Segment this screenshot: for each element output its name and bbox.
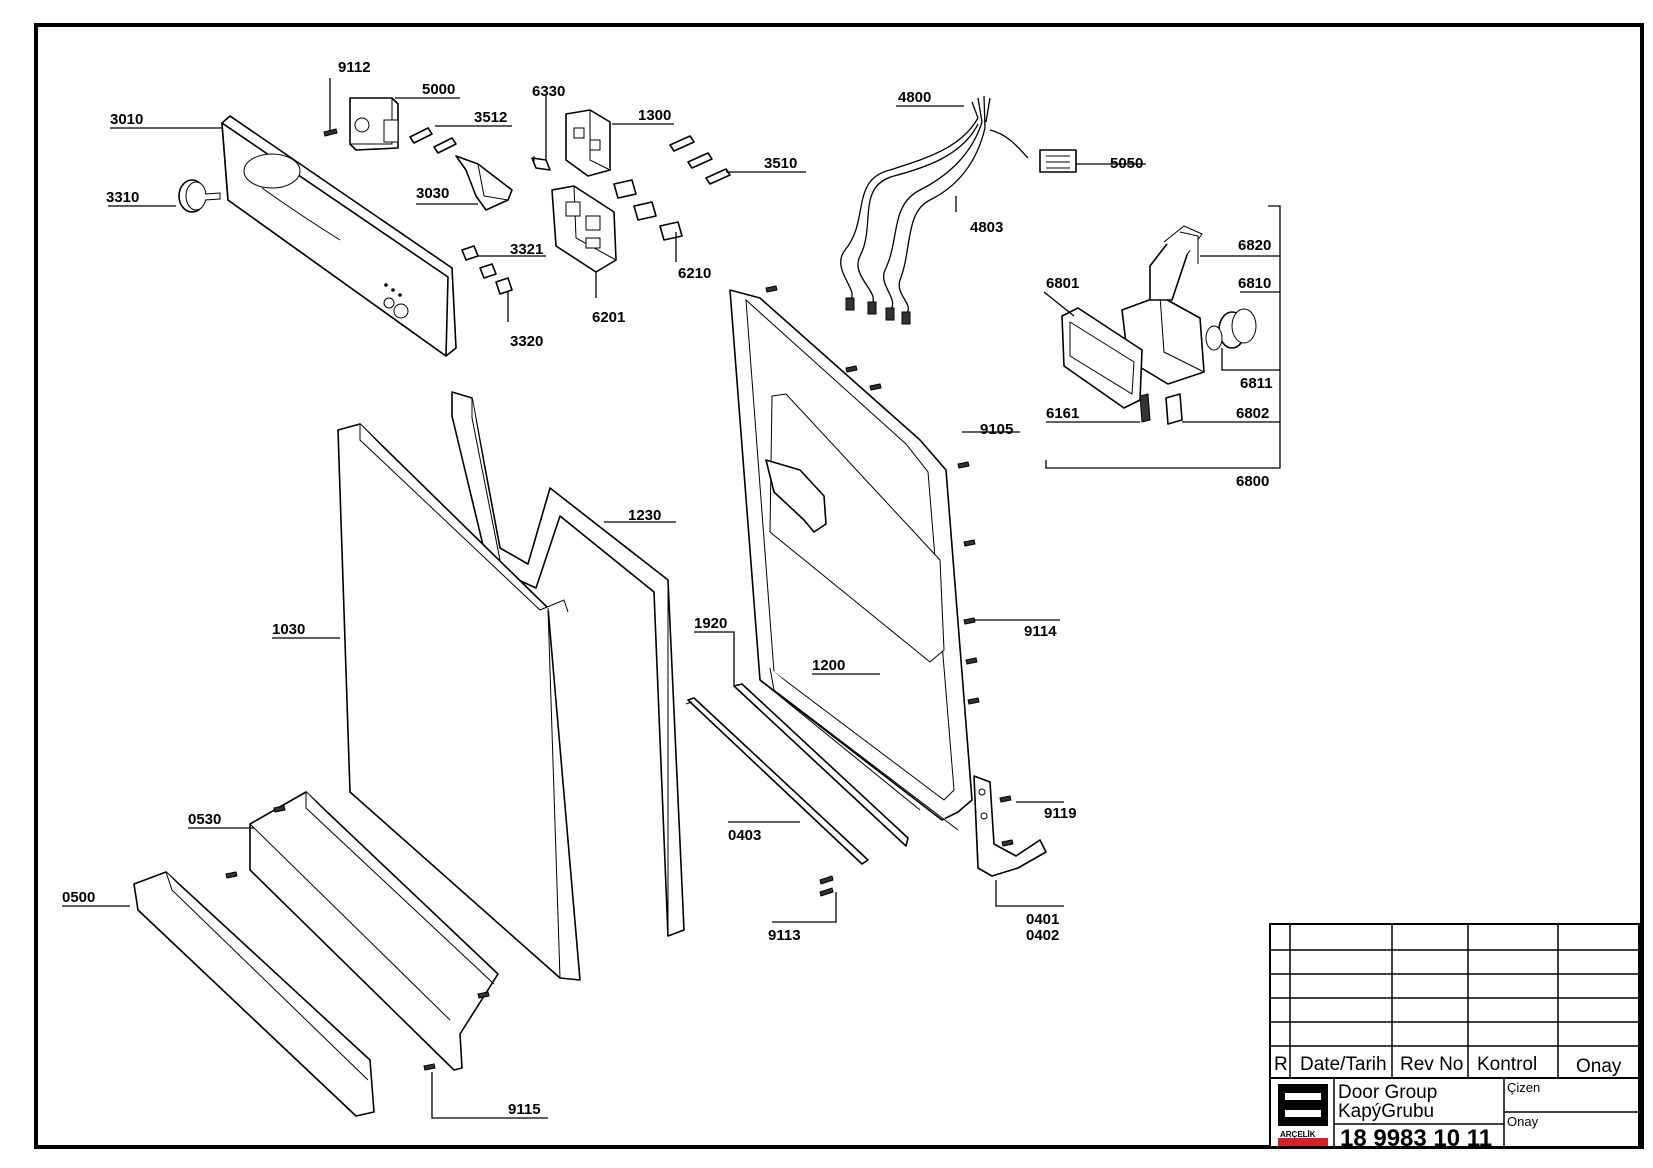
seal-1230 xyxy=(451,391,685,937)
label-6800: 6800 xyxy=(1236,473,1269,490)
inner-door-1200 xyxy=(729,289,973,831)
label-0401: 0401 xyxy=(1026,911,1059,928)
dispenser-6800 xyxy=(1061,225,1257,425)
buttons-3321 xyxy=(461,245,513,295)
tb-col-r: R xyxy=(1274,1054,1288,1075)
connector-5050 xyxy=(1039,149,1077,173)
label-6802: 6802 xyxy=(1236,405,1269,422)
label-6210: 6210 xyxy=(678,265,711,282)
label-6330: 6330 xyxy=(532,83,565,100)
label-1200: 1200 xyxy=(812,657,845,674)
screws xyxy=(225,285,1014,1071)
arcelik-logo xyxy=(1278,1084,1328,1146)
label-0500: 0500 xyxy=(62,889,95,906)
label-6161: 6161 xyxy=(1046,405,1079,422)
label-1300: 1300 xyxy=(638,107,671,124)
strip-0403 xyxy=(685,697,869,865)
label-3310: 3310 xyxy=(106,189,139,206)
board-1300 xyxy=(565,109,611,177)
tb-col-rev: Rev No xyxy=(1400,1054,1463,1075)
bracket-6330 xyxy=(531,156,551,171)
module-5000 xyxy=(349,97,399,151)
label-5050: 5050 xyxy=(1110,155,1143,172)
seal-1920 xyxy=(733,683,909,847)
tb-col-date: Date/Tarih xyxy=(1300,1054,1387,1075)
label-1230: 1230 xyxy=(628,507,661,524)
leader-lines xyxy=(62,78,1281,1119)
label-0530: 0530 xyxy=(188,811,221,828)
label-6201: 6201 xyxy=(592,309,625,326)
board-6201 xyxy=(551,185,617,273)
spacers-3510 xyxy=(669,135,731,185)
bracket-3030 xyxy=(455,155,513,211)
label-3320: 3320 xyxy=(510,333,543,350)
label-3510: 3510 xyxy=(764,155,797,172)
label-3030: 3030 xyxy=(416,185,449,202)
label-6801: 6801 xyxy=(1046,275,1079,292)
screw-9112 xyxy=(323,128,338,137)
cable-harness-4800 xyxy=(840,95,1029,325)
hinge-0401 xyxy=(973,775,1047,877)
label-1030: 1030 xyxy=(272,621,305,638)
knob-3310 xyxy=(178,179,221,213)
label-4803: 4803 xyxy=(970,219,1003,236)
brand-text: ARÇELİK xyxy=(1280,1130,1316,1139)
label-3321: 3321 xyxy=(510,241,543,258)
label-6820: 6820 xyxy=(1238,237,1271,254)
plinth-0500 xyxy=(133,871,375,1117)
tb-col-onay: Onay xyxy=(1576,1056,1622,1077)
label-9105: 9105 xyxy=(980,421,1013,438)
kick-plate-0530 xyxy=(249,791,499,1071)
label-9113: 9113 xyxy=(768,927,801,944)
tb-col-kontrol: Kontrol xyxy=(1477,1054,1537,1075)
drawing-frame xyxy=(34,23,1644,1149)
title-en: Door Group xyxy=(1338,1082,1437,1103)
label-9112: 9112 xyxy=(338,59,371,76)
title-block: R Date/Tarih Rev No Kontrol Onay ARÇELİK… xyxy=(1269,923,1640,1152)
label-6810: 6810 xyxy=(1238,275,1271,292)
control-panel-3010 xyxy=(221,115,457,357)
tb-cizen: Çizen xyxy=(1507,1080,1540,1095)
label-6811: 6811 xyxy=(1240,375,1273,392)
part-labels: 9112 5000 6330 3010 3512 1300 3510 3310 … xyxy=(62,59,1273,1118)
label-9119: 9119 xyxy=(1044,805,1077,822)
drawing-number: 18 9983 10 11 xyxy=(1340,1125,1492,1152)
switches-6210 xyxy=(613,179,683,241)
label-5000: 5000 xyxy=(422,81,455,98)
label-0402: 0402 xyxy=(1026,927,1059,944)
label-4800: 4800 xyxy=(898,89,931,106)
spacers-3512 xyxy=(409,127,457,154)
outer-panel-1030 xyxy=(337,423,581,981)
label-1920: 1920 xyxy=(694,615,727,632)
label-9115: 9115 xyxy=(508,1101,541,1118)
tb-onay-small: Onay xyxy=(1507,1114,1539,1129)
label-9114: 9114 xyxy=(1024,623,1057,640)
label-3010: 3010 xyxy=(110,111,143,128)
title-tr: KapýGrubu xyxy=(1338,1101,1434,1122)
label-3512: 3512 xyxy=(474,109,507,126)
label-0403: 0403 xyxy=(728,827,761,844)
